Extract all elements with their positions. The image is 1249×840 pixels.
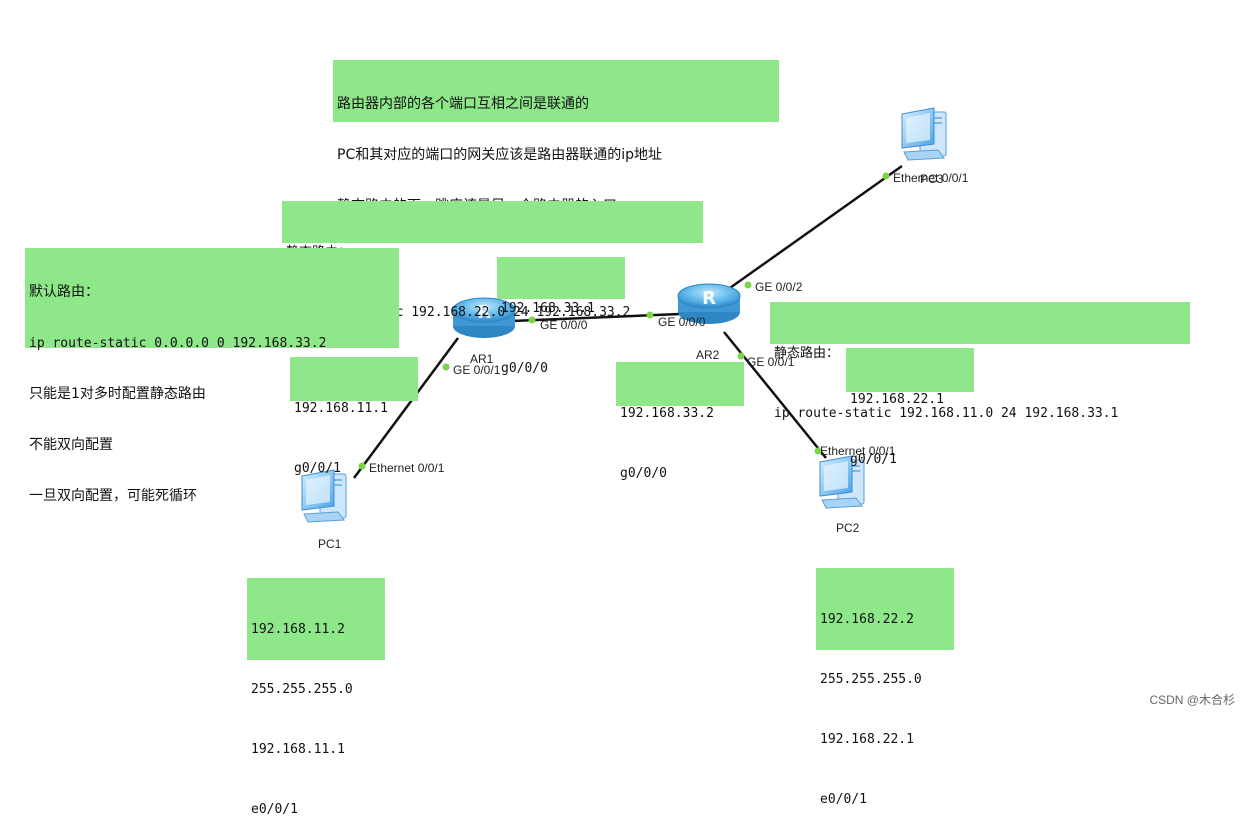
pc3-label: PC3 [920, 172, 944, 186]
note-line: e0/0/1 [251, 802, 298, 817]
pc1-label: PC1 [318, 537, 342, 551]
note-line: 192.168.22.1 [850, 392, 944, 407]
port-label-pc1-eth: Ethernet 0/0/1 [369, 461, 445, 475]
link-ar2-pc3 [719, 164, 903, 297]
note-line: ip route-static 0.0.0.0 0 192.168.33.2 [29, 336, 327, 351]
port-label-ar1-ge001: GE 0/0/1 [453, 363, 501, 377]
port-dot [646, 311, 654, 319]
note-line: g0/0/1 [294, 461, 341, 476]
note-line: 一旦双向配置，可能死循环 [29, 488, 197, 504]
note-line: 192.168.11.1 [251, 742, 345, 757]
note-ar2-g001: 192.168.22.1 g0/0/1 [846, 348, 974, 467]
note-line: 192.168.33.1 [501, 301, 595, 316]
topology-canvas: R [301, 107, 947, 523]
pc2-label: PC2 [836, 521, 860, 535]
note-line: 255.255.255.0 [251, 682, 353, 697]
note-line: 路由器内部的各个端口互相之间是联通的 [337, 96, 589, 112]
note-line: 静态路由： [774, 346, 840, 361]
note-static-ar2: 静态路由： ip route-static 192.168.11.0 24 19… [770, 302, 1190, 421]
port-dot [442, 363, 450, 371]
note-line: 只能是1对多时配置静态路由 [29, 386, 206, 402]
note-line: 默认路由： [29, 284, 99, 300]
note-line: g0/0/0 [620, 466, 667, 481]
link-ar1-pc1 [352, 337, 460, 479]
note-pc2-config: 192.168.22.2 255.255.255.0 192.168.22.1 … [816, 568, 954, 807]
port-dot [358, 462, 366, 470]
note-line: 192.168.22.2 [820, 612, 914, 627]
port-dot [528, 316, 536, 324]
note-static-ar1: 静态路由： ip route-static 192.168.22.0 24 19… [282, 201, 703, 320]
note-line: g0/0/0 [501, 361, 548, 376]
port-label-ar2-ge000: GE 0/0/0 [658, 315, 706, 329]
port-label-ar2-ge002: GE 0/0/2 [755, 280, 803, 294]
port-label-ar2-ge001: GE 0/0/1 [747, 355, 795, 369]
note-line: 255.255.255.0 [820, 672, 922, 687]
note-line: PC和其对应的端口的网关应该是路由器联通的ip地址 [337, 147, 662, 163]
ar1-label: AR1 [470, 352, 494, 366]
note-principles: 路由器内部的各个端口互相之间是联通的 PC和其对应的端口的网关应该是路由器联通的… [333, 60, 779, 214]
note-pc1-config: 192.168.11.2 255.255.255.0 192.168.11.1 … [247, 578, 385, 817]
note-line: 192.168.22.1 [820, 732, 914, 747]
port-dot [744, 281, 752, 289]
port-dot [882, 172, 890, 180]
note-line: e0/0/1 [820, 792, 867, 807]
note-line: g0/0/1 [850, 452, 897, 467]
note-line: 192.168.11.2 [251, 622, 345, 637]
note-ar2-g000: 192.168.33.2 g0/0/0 [616, 362, 744, 481]
note-default-route: 默认路由： ip route-static 0.0.0.0 0 192.168.… [25, 248, 399, 504]
note-line: ip route-static 192.168.11.0 24 192.168.… [774, 406, 1119, 421]
pc3-icon[interactable] [901, 107, 947, 161]
port-label-pc3-eth: Ethernet 0/0/1 [893, 171, 969, 185]
note-line: 192.168.11.1 [294, 401, 388, 416]
port-label-ar1-ge000: GE 0/0/0 [540, 318, 588, 332]
port-dot [737, 352, 745, 360]
port-label-pc2-eth: Ethernet 0/0/1 [820, 444, 896, 458]
note-line: 192.168.33.2 [620, 406, 714, 421]
watermark: CSDN @木合杉 [1149, 693, 1235, 707]
note-ar1-g001: 192.168.11.1 g0/0/1 [290, 357, 418, 476]
note-line: 不能双向配置 [29, 437, 113, 453]
ar2-label: AR2 [696, 348, 720, 362]
port-dot [814, 447, 822, 455]
note-ar1-g000: 192.168.33.1 g0/0/0 [497, 257, 625, 376]
